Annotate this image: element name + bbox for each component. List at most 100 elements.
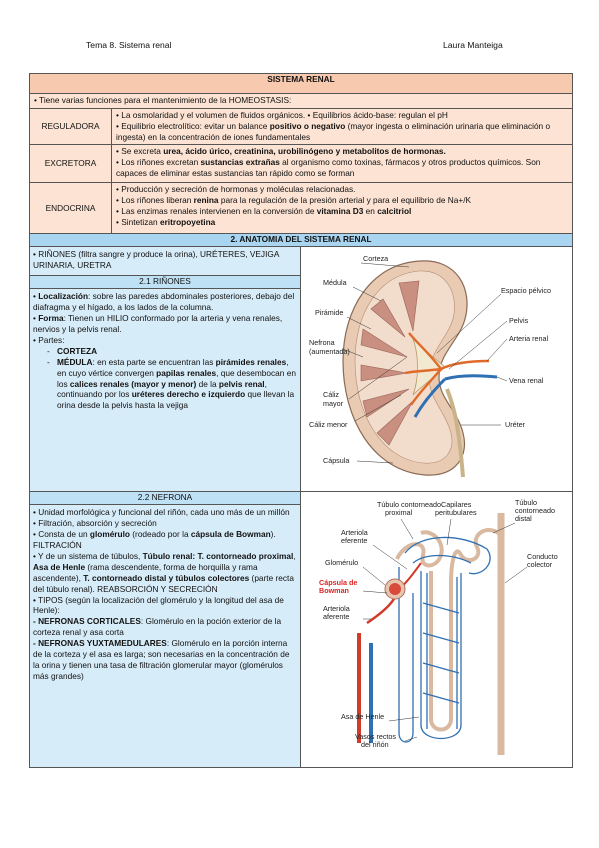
renal-vein-shape xyxy=(413,373,498,418)
kidneys-text: • Localización: sobre las paredes abdomi… xyxy=(29,288,301,492)
bold-span: Túbulo renal: T. contorneado proximal xyxy=(142,550,294,561)
label-tcd-1: Túbulo xyxy=(515,498,537,507)
leader-lines xyxy=(342,262,508,463)
label-vena-renal: Vena renal xyxy=(509,376,544,385)
bold-span: Forma xyxy=(38,312,64,323)
endocrina-line4: • Sintetizan eritropoyetina xyxy=(116,217,568,228)
reguladora-label: REGULADORA xyxy=(29,108,112,145)
text-span: • Se excreta xyxy=(116,146,164,156)
leader-lines xyxy=(362,518,528,742)
label-henle: Asa de Henle xyxy=(341,712,384,721)
bold-span: calcitriol xyxy=(377,205,412,216)
label-vasos-1: Vasos rectos xyxy=(355,732,396,741)
text-span: : en esta parte se encuentran las xyxy=(92,356,216,367)
text-span: , en cuyo vértice convergen xyxy=(57,356,289,378)
label-glomerulo: Glomérulo xyxy=(325,558,358,567)
pyramid-shape xyxy=(398,280,420,331)
summary-table: SISTEMA RENAL • Tiene varias funciones p… xyxy=(28,73,574,768)
anatomy-heading: 2. ANATOMIA DEL SISTEMA RENAL xyxy=(28,233,574,247)
text-span: (mayor ingesta o eliminación urinaria qu… xyxy=(116,120,551,142)
functions-intro: • Tiene varias funciones para el manteni… xyxy=(28,93,574,109)
loop-henle-shape xyxy=(429,571,453,732)
label-tcp-1: Túbulo contorneado xyxy=(377,500,441,509)
label-eferente-2: eferente xyxy=(341,536,367,545)
capillaries-shape xyxy=(398,536,491,743)
pyramid-shape xyxy=(360,364,408,381)
bold-span: positivo o negativo xyxy=(269,120,346,131)
text-span: : Tienen un HILIO conformado por la arte… xyxy=(33,312,283,334)
label-caliz-mayor-2: mayor xyxy=(323,399,344,408)
kidney-medula-item: -MÉDULA: en esta parte se encuentran las… xyxy=(47,356,296,411)
label-colector-2: colector xyxy=(527,560,553,569)
text-span: : sobre las paredes abdominales posterio… xyxy=(33,291,295,312)
kidney-figure: Corteza Médula Pirámide Nefrona (aumenta… xyxy=(299,246,574,492)
text-span: en xyxy=(363,205,378,216)
bold-span: Localización xyxy=(38,291,89,301)
nephron-text: • Unidad morfológica y funcional del riñ… xyxy=(29,504,301,768)
label-eferente-1: Arteriola xyxy=(341,528,368,537)
bold-span: uréteres derecho e izquierdo xyxy=(131,389,246,400)
bold-span: - NEFRONAS YUXTAMEDULARES xyxy=(33,638,167,649)
label-colector-1: Conducto xyxy=(527,552,558,561)
text-span: • Los riñones excretan xyxy=(116,156,201,167)
nephron-heading: 2.2 NEFRONA xyxy=(29,491,301,505)
label-espacio-pelvico: Espacio pélvico xyxy=(501,286,551,295)
label-tcd-2: contorneado xyxy=(515,506,555,515)
text-span: (rodeado por la xyxy=(129,528,191,539)
text-span: • Equilibrio electrolítico: evitar un ba… xyxy=(116,120,270,131)
nephron-p3: • Consta de un glomérulo (rodeado por la… xyxy=(33,529,297,551)
bold-span: renina xyxy=(193,194,219,205)
excretora-text: • Se excreta urea, ácido úrico, creatini… xyxy=(110,144,574,183)
bold-span: urea, ácido úrico, creatinina, urobilinó… xyxy=(163,146,446,156)
nephron-p7: - NEFRONAS YUXTAMEDULARES: Glomérulo en … xyxy=(33,638,297,682)
pyramid-shape xyxy=(370,298,406,337)
header-right: Laura Manteiga xyxy=(443,40,503,50)
nephron-p2: • Filtración, absorción y secreción xyxy=(33,517,157,528)
bold-span: pirámides renales xyxy=(215,356,287,367)
bold-span: vitamina D3 xyxy=(316,205,364,216)
bold-span: glomérulo xyxy=(89,528,130,539)
bold-span: cápsula de Bowman xyxy=(190,528,271,539)
kidney-partes: • Partes: xyxy=(33,334,65,345)
label-ureter: Uréter xyxy=(505,420,526,429)
label-arteria-renal: Arteria renal xyxy=(509,334,549,343)
kidneys-heading: 2.1 RIÑONES xyxy=(29,275,301,289)
label-bowman-2: Bowman xyxy=(319,586,349,595)
label-bowman-1: Cápsula de xyxy=(319,578,357,587)
kidney-cortex-shape xyxy=(354,270,455,463)
excretora-label: EXCRETORA xyxy=(29,144,112,183)
label-pelvis: Pelvis xyxy=(509,316,529,325)
text-span: • Consta de un xyxy=(33,528,90,539)
text-span: • Y de un sistema de túbulos, xyxy=(33,550,143,561)
label-caliz-menor: Cáliz menor xyxy=(309,420,348,429)
bold-span: pelvis renal xyxy=(218,378,265,389)
label-nefrona: Nefrona xyxy=(309,338,335,347)
page-title: SISTEMA RENAL xyxy=(28,73,574,94)
label-tcp-2: proximal xyxy=(385,508,413,517)
text-span: ). FILTRACIÓN xyxy=(33,528,276,550)
label-aferente-1: Arteriola xyxy=(323,604,350,613)
text-span: , xyxy=(293,550,296,561)
reguladora-text: • La osmolaridad y el volumen de fluidos… xyxy=(110,108,574,145)
proximal-tubule-shape xyxy=(395,530,444,568)
label-aumentada: (aumentada) xyxy=(309,347,350,356)
ureter-shape xyxy=(445,387,465,477)
excretora-line2: • Los riñones excretan sustancias extrañ… xyxy=(116,157,568,179)
excretora-line1: • Se excreta urea, ácido úrico, creatini… xyxy=(116,146,568,157)
label-vasos-2: del riñón xyxy=(361,740,389,749)
bold-span: calices renales (mayor y menor) xyxy=(69,378,197,389)
text-span: (parte recta del túbulo renal). REABSORC… xyxy=(33,572,294,594)
label-capilares-1: Capilares xyxy=(441,500,472,509)
renal-artery-shape xyxy=(404,331,490,406)
bold-span: - NEFRONAS CORTICALES xyxy=(33,616,141,627)
text-span: para la regulación de la presión arteria… xyxy=(218,194,472,205)
text-span: , que desembocan en los xyxy=(57,367,296,389)
nephron-figure: Túbulo contorneado proximal Capilares pe… xyxy=(299,491,574,768)
text-span: Partes: xyxy=(38,334,65,345)
glomerulus-shape xyxy=(389,583,401,596)
text-span: • Las enzimas renales intervienen en la … xyxy=(116,205,317,216)
label-capsula: Cápsula xyxy=(323,456,349,465)
label-tcd-3: distal xyxy=(515,514,532,523)
header-left: Tema 8. Sistema renal xyxy=(86,40,172,50)
text-span: : Glomérulo en la porción interna de la … xyxy=(33,638,290,682)
